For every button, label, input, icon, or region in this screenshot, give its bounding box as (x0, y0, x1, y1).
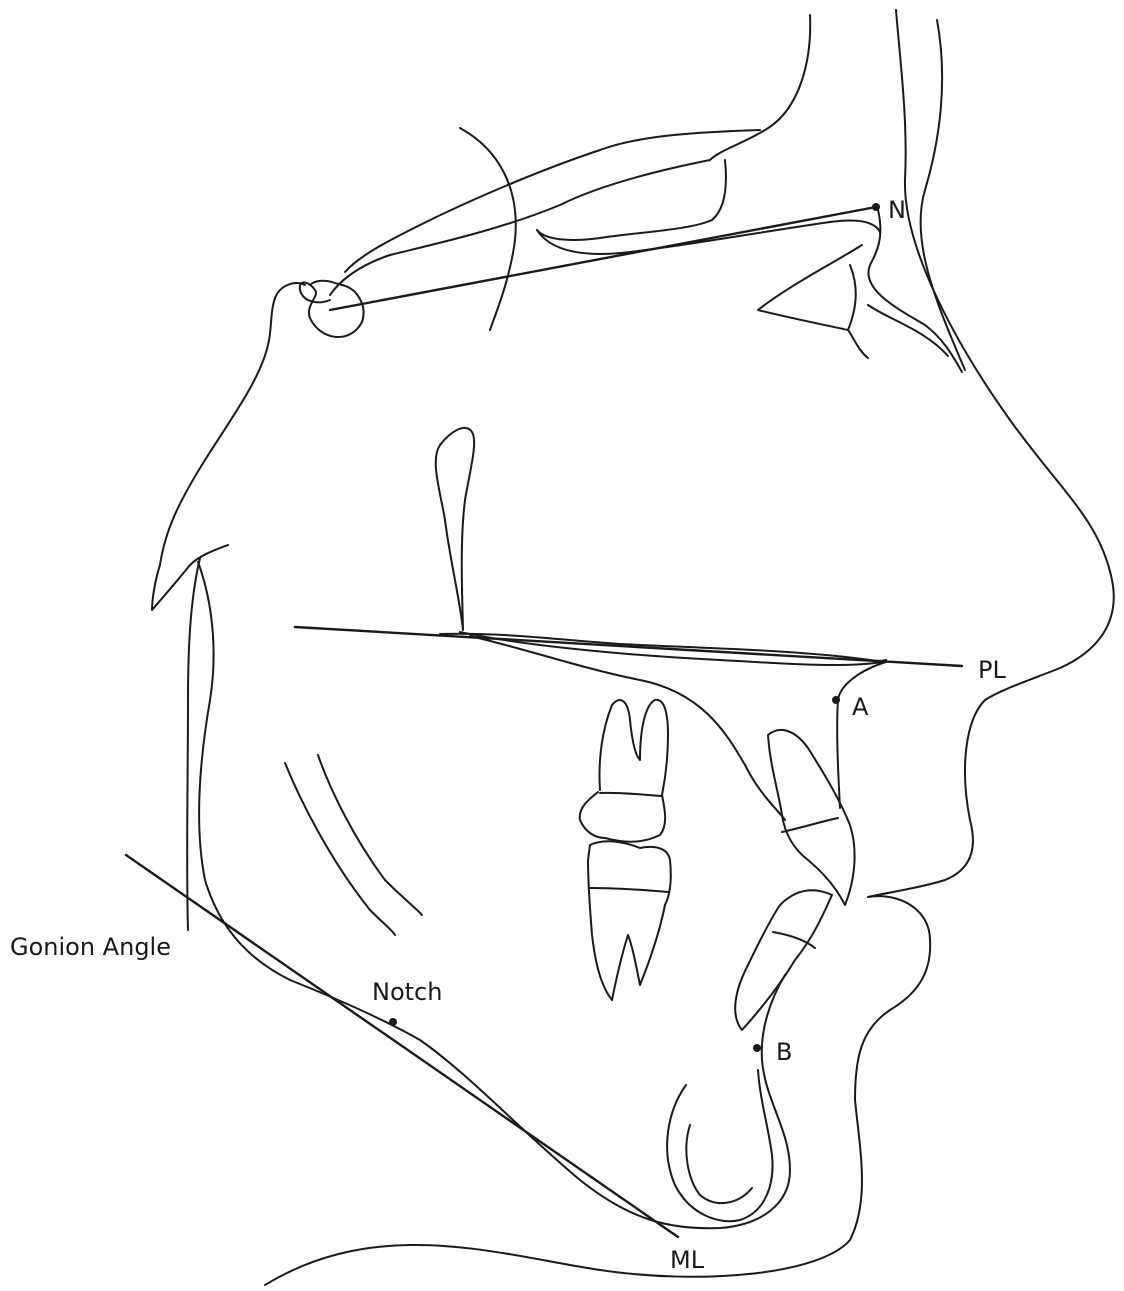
sella-anterior (537, 160, 726, 240)
notch-label: Notch (372, 978, 442, 1006)
maxilla-outline (470, 636, 785, 820)
posterior-ramus-outline (152, 345, 268, 610)
b-label: B (776, 1038, 792, 1066)
orbit-rim (758, 245, 868, 358)
ml-label: ML (670, 1246, 705, 1274)
maxilla-anterior (837, 662, 886, 808)
oblique-ridge-2 (318, 755, 422, 915)
n-point (872, 203, 880, 211)
clinoid-loop (268, 283, 305, 345)
lower-incisor (735, 890, 832, 1030)
oblique-ridge-1 (285, 763, 395, 935)
mandibular-line (126, 855, 678, 1237)
gonion-angle-label: Gonion Angle (10, 933, 171, 961)
nasal-bone-outer (868, 210, 962, 372)
upper-incisor-crown-line (782, 818, 838, 832)
ramus-posterior (187, 558, 200, 930)
pterygoid-plate (436, 428, 474, 630)
upper-incisor (768, 730, 855, 905)
lower-molar-crown-line (590, 888, 668, 892)
upper-molar-crown-line (600, 793, 662, 796)
n-label: N (888, 196, 906, 224)
frontal-bone (330, 15, 810, 295)
symphysis-outer (667, 1070, 772, 1221)
sella-floor (537, 220, 880, 253)
upper-molar (580, 700, 668, 842)
nasal-bone-inner (921, 20, 965, 370)
notch-point (389, 1018, 397, 1026)
orbit-lateral (848, 265, 856, 330)
a-label: A (852, 693, 869, 721)
symphysis-inner (686, 1125, 752, 1203)
lower-molar (588, 841, 671, 1000)
palatal-line (295, 627, 962, 666)
ramus-anterior (198, 562, 790, 1228)
orbit-lower (868, 305, 948, 356)
sn-line (330, 207, 876, 310)
pl-label: PL (978, 656, 1006, 684)
a-point (832, 696, 840, 704)
b-point (753, 1044, 761, 1052)
